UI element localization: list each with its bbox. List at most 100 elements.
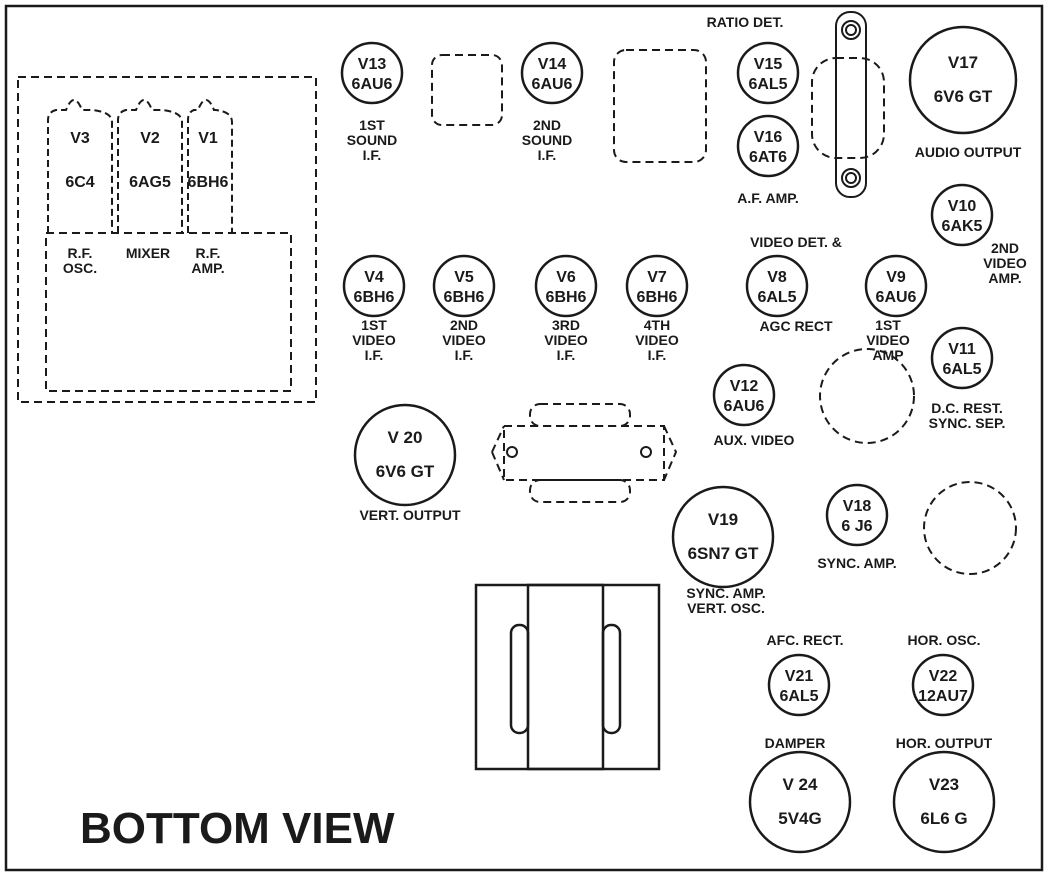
tube-function-label: AUX. VIDEO [714, 432, 795, 448]
tube-v18: V18 6 J6 SYNC. AMP. [817, 483, 897, 571]
tube-type-label: 6AL5 [748, 76, 787, 93]
tube-function-label: VIDEO [442, 332, 486, 348]
tube-function-label: I.F. [365, 347, 384, 363]
tube-id-label: V8 [767, 269, 787, 286]
power-transformer [474, 583, 661, 771]
tube-type-label: 6AK5 [942, 218, 983, 235]
shield-outlines [431, 49, 1017, 575]
diagram-title: BOTTOM VIEW [80, 804, 395, 853]
tube-function-label: SYNC. AMP. [817, 555, 896, 571]
tube-function-label: OSC. [63, 260, 97, 276]
tube-socket-circle [748, 750, 852, 854]
tube-socket-circle [892, 750, 996, 854]
tube-function-label: A.F. AMP. [737, 190, 798, 206]
tube-id-label: V1 [198, 130, 218, 147]
tube-socket-circle [908, 25, 1018, 135]
tube-socket-circle [432, 254, 496, 318]
tube-id-label: V12 [730, 378, 759, 395]
tube-socket-circle [736, 114, 800, 178]
tube-id-label: V18 [843, 498, 872, 515]
tube-id-label: V23 [929, 775, 959, 794]
tube-id-label: V15 [754, 56, 783, 73]
tube-socket-circle [767, 653, 831, 717]
tube-socket-circle [911, 653, 975, 717]
tube-id-label: V10 [948, 198, 977, 215]
tube-id-label: V 20 [388, 428, 423, 447]
tube-function-label: 3RD [552, 317, 580, 333]
tube-type-label: 6 J6 [841, 518, 872, 535]
tube-type-label: 6AU6 [352, 76, 393, 93]
bracket-outline [811, 11, 885, 198]
tube-type-label: 6BH6 [188, 174, 229, 191]
tube-sockets: V136AU61STSOUNDI.F.V146AU62NDSOUNDI.F.V1… [63, 14, 1027, 854]
tube-type-label: 6AL5 [779, 688, 818, 705]
tube-type-label: 6AL5 [942, 361, 981, 378]
tube-function-label: VIDEO [983, 255, 1027, 271]
tube-type-label: 6BH6 [354, 289, 395, 306]
tube-id-label: V9 [886, 269, 906, 286]
tube-v20: V 20 6V6 GT VERT. OUTPUT [353, 403, 461, 523]
tube-socket-circle [736, 41, 800, 105]
tube-function-label: HOR. OUTPUT [896, 735, 993, 751]
tube-socket-circle [930, 183, 994, 247]
tube-function-label: AGC RECT [759, 318, 833, 334]
tube-type-label: 6AU6 [876, 289, 917, 306]
tube-type-label: 6AU6 [724, 398, 765, 415]
tube-function-label: RATIO DET. [707, 14, 784, 30]
tube-socket-circle [671, 485, 775, 589]
tube-socket-circle [342, 254, 406, 318]
tube-function-label: VIDEO [544, 332, 588, 348]
tube-function-label: SYNC. SEP. [929, 415, 1006, 431]
horizontal-bracket-outline [491, 403, 678, 503]
tube-v8: V8 6AL5 VIDEO DET. & AGC RECT [745, 234, 842, 334]
tube-function-label: MIXER [126, 245, 170, 261]
tube-function-label: 2ND [450, 317, 478, 333]
tube-type-label: 6SN7 GT [688, 544, 759, 563]
tube-type-label: 6BH6 [637, 289, 678, 306]
tube-id-label: V11 [948, 341, 976, 358]
tube-function-label: VIDEO [866, 332, 910, 348]
tube-function-label: VERT. OUTPUT [359, 507, 461, 523]
tube-id-label: V19 [708, 510, 738, 529]
tube-type-label: 6AU6 [532, 76, 573, 93]
tube-function-label: 4TH [644, 317, 670, 333]
tube-id-label: V6 [556, 269, 576, 286]
tube-function-label: VIDEO DET. & [750, 234, 842, 250]
tube-function-label: I.F. [538, 147, 557, 163]
tube-function-label: 2ND [533, 117, 561, 133]
tube-function-label: SYNC. AMP. [686, 585, 765, 601]
tube-function-label: VIDEO [635, 332, 679, 348]
tube-function-label: AMP. [191, 260, 224, 276]
tube-socket-circle [825, 483, 889, 547]
tube-type-label: 6L6 G [920, 809, 967, 828]
tuner-tube-outlines [47, 99, 233, 233]
tube-function-label: VIDEO [352, 332, 396, 348]
tube-type-label: 6AL5 [757, 289, 796, 306]
tube-function-label: 1ST [875, 317, 901, 333]
tube-type-label: 6V6 GT [376, 462, 435, 481]
tube-id-label: V7 [647, 269, 667, 286]
tube-function-label: SOUND [522, 132, 573, 148]
tube-id-label: V21 [785, 668, 814, 685]
tube-function-label: AUDIO OUTPUT [915, 144, 1022, 160]
tube-id-label: V14 [538, 56, 567, 73]
tube-socket-circle [625, 254, 689, 318]
tube-id-label: V3 [70, 130, 90, 147]
tube-function-label: 1ST [359, 117, 385, 133]
tube-socket-circle [534, 254, 598, 318]
tube-function-label: AMP. [988, 270, 1021, 286]
